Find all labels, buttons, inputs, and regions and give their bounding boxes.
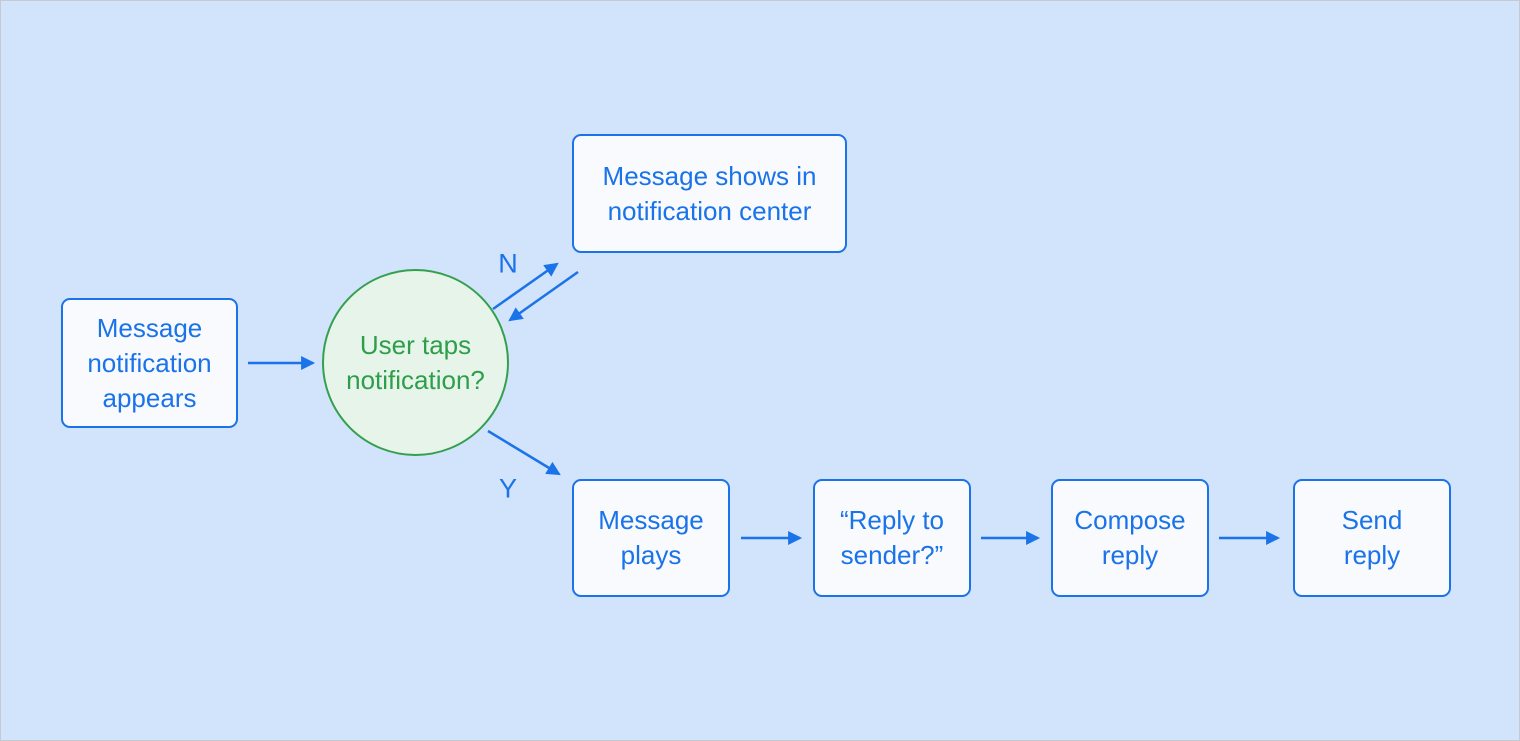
node-message-notification-appears: Message notification appears — [61, 298, 238, 428]
node-reply-to-sender: “Reply to sender?” — [813, 479, 971, 597]
edge-label-no: N — [498, 248, 518, 279]
node-send-reply: Send reply — [1293, 479, 1451, 597]
edge-label-yes: Y — [498, 473, 518, 504]
node-label: Send reply — [1341, 505, 1403, 570]
node-label: Compose reply — [1074, 505, 1186, 570]
node-label: Message plays — [598, 505, 704, 570]
node-label: Message shows in notification center — [602, 160, 817, 226]
node-message-plays: Message plays — [572, 479, 730, 597]
node-label: User taps notification? — [346, 329, 485, 395]
node-label: “Reply to sender?” — [839, 505, 945, 570]
node-user-taps-notification-decision: User taps notification? — [322, 269, 509, 456]
node-compose-reply: Compose reply — [1051, 479, 1209, 597]
node-message-shows-in-notification-center: Message shows in notification center — [572, 134, 847, 253]
edge-notification-center-to-decision-arrow — [508, 270, 579, 322]
node-label: Message notification appears — [87, 312, 212, 413]
edge-decision-to-message-plays-arrow — [487, 429, 561, 476]
